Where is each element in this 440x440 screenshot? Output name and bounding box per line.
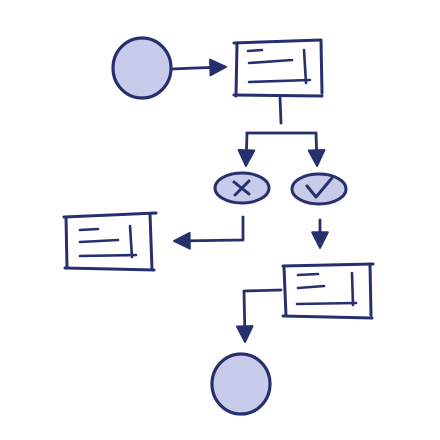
end-circle	[210, 352, 272, 416]
edge-task-to-end	[235, 288, 283, 343]
x-icon	[232, 179, 251, 197]
start-circle	[111, 36, 173, 100]
task-box-top	[232, 38, 324, 98]
check-icon	[305, 176, 334, 199]
edge-split-to-reject	[237, 131, 256, 167]
task-box-left	[62, 211, 158, 272]
edge-reject-to-task	[173, 215, 245, 250]
edge-start-to-task	[170, 58, 227, 77]
reject-decision	[213, 171, 271, 205]
edge-task-to-split	[278, 96, 283, 125]
approve-decision	[290, 172, 348, 206]
edge-split-to-approve	[307, 131, 326, 167]
task-box-right	[281, 262, 375, 320]
